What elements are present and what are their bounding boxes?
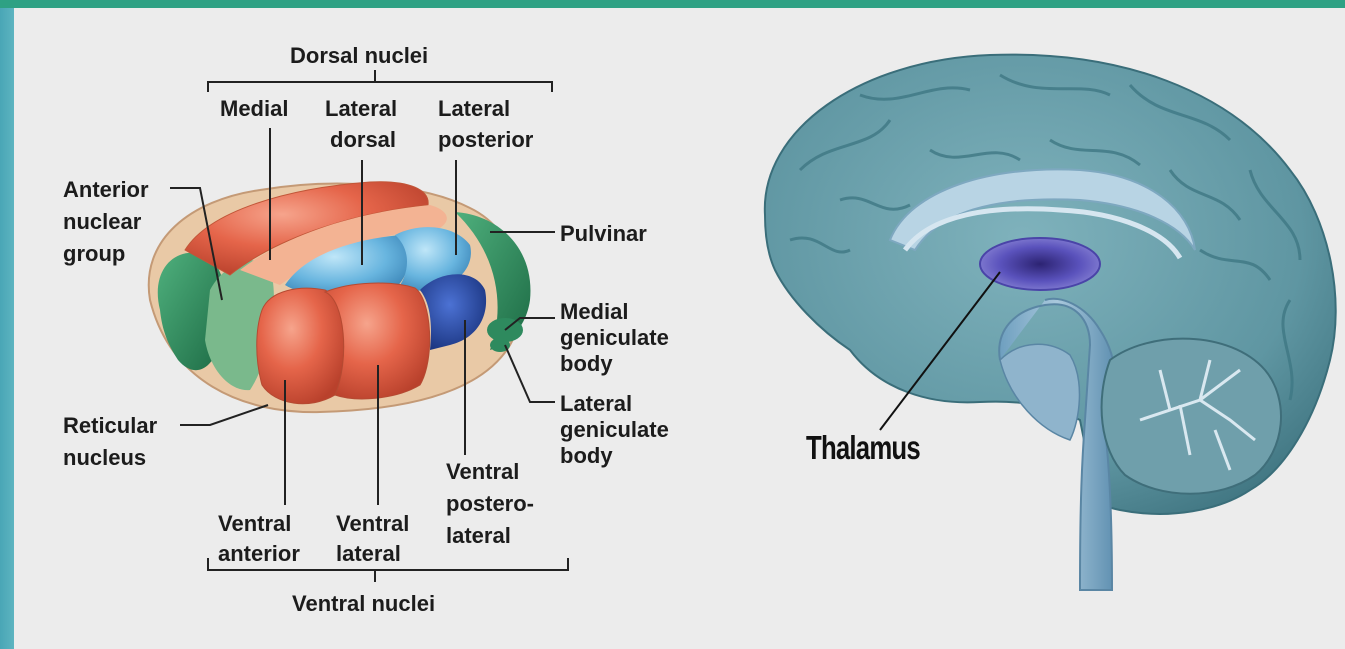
label-ventral-anterior-line2: anterior (218, 542, 300, 566)
label-medial-geniculate-line3: body (560, 352, 613, 376)
label-anterior-line3: group (63, 242, 125, 266)
label-lateral-dorsal-line2: dorsal (330, 128, 396, 152)
label-lateral-geniculate-line3: body (560, 444, 613, 468)
label-medial-geniculate-line2: geniculate (560, 326, 669, 350)
label-lateral-dorsal-line1: Lateral (325, 97, 397, 121)
label-lateral-posterior-line1: Lateral (438, 97, 510, 121)
label-ventral-nuclei: Ventral nuclei (292, 592, 435, 616)
label-pulvinar: Pulvinar (560, 222, 647, 246)
label-lateral-geniculate-line2: geniculate (560, 418, 669, 442)
label-anterior-line1: Anterior (63, 178, 149, 202)
label-medial-geniculate-line1: Medial (560, 300, 628, 324)
label-lateral-posterior-line2: posterior (438, 128, 533, 152)
label-thalamus: Thalamus (806, 429, 920, 467)
thalamus-highlight (980, 238, 1100, 290)
label-dorsal-nuclei: Dorsal nuclei (290, 44, 428, 68)
label-vpl-line2: postero- (446, 492, 534, 516)
label-ventral-lateral-line1: Ventral (336, 512, 409, 536)
label-medial: Medial (220, 97, 288, 121)
label-anterior-line2: nuclear (63, 210, 141, 234)
label-lateral-geniculate-line1: Lateral (560, 392, 632, 416)
label-reticular-line1: Reticular (63, 414, 157, 438)
label-ventral-lateral-line2: lateral (336, 542, 401, 566)
brain-sagittal-illustration (765, 55, 1336, 590)
label-ventral-anterior-line1: Ventral (218, 512, 291, 536)
label-vpl-line1: Ventral (446, 460, 519, 484)
label-reticular-line2: nucleus (63, 446, 146, 470)
label-vpl-line3: lateral (446, 524, 511, 548)
